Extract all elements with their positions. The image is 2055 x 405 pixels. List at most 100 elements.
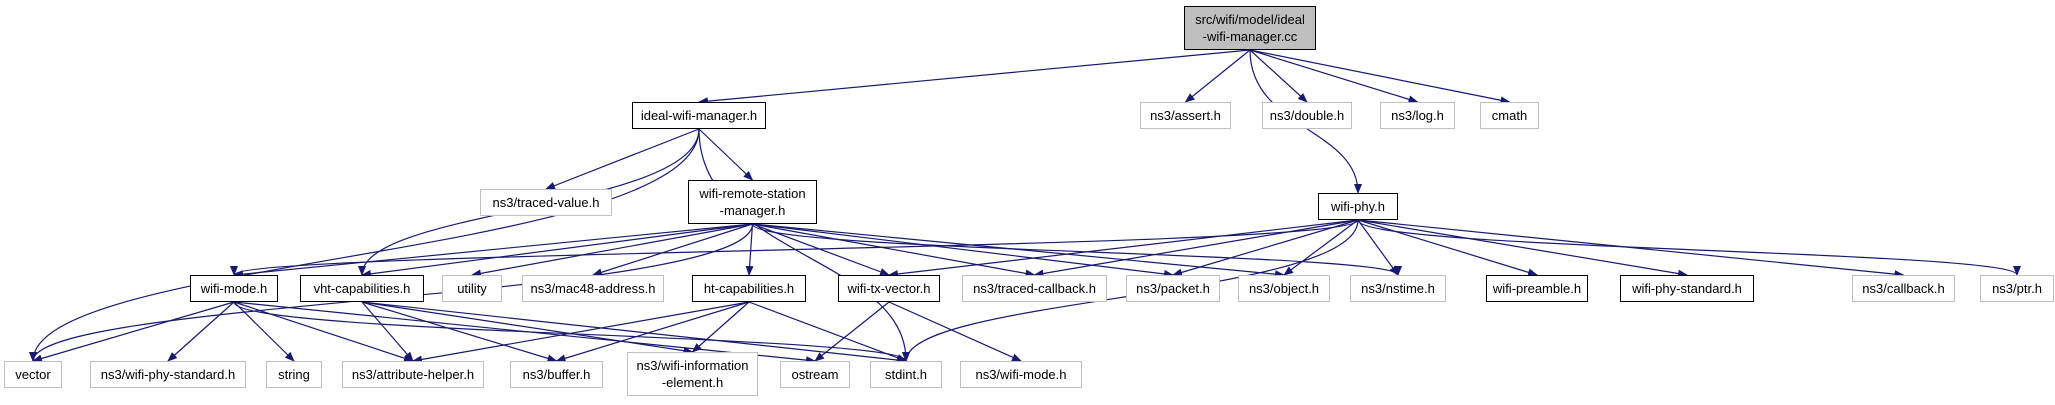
node-vht-capabilities-h[interactable]: vht-capabilities.h <box>300 275 424 302</box>
node-label-line: ns3/wifi-mode.h <box>975 367 1067 382</box>
node-label-line: ideal-wifi-manager.h <box>640 108 758 123</box>
edge-wifi-remote-station-manager-h-to-wifi-mode-h <box>233 223 753 279</box>
edge-layer <box>29 49 2021 365</box>
edge-wifi-remote-station-manager-h-to-vht-capabilities-h <box>361 223 753 278</box>
node-label-line: wifi-tx-vector.h <box>847 281 931 296</box>
node-wifi-phy-standard-h[interactable]: wifi-phy-standard.h <box>1620 275 1754 302</box>
edge-wifi-mode-h-to-vector <box>32 301 235 363</box>
node-wifi-remote-station-manager-h[interactable]: wifi-remote-station -manager.h <box>688 180 817 224</box>
node-ns3-ptr-h[interactable]: ns3/ptr.h <box>1980 275 2054 302</box>
node-ns3-callback-h[interactable]: ns3/callback.h <box>1852 275 1955 302</box>
node-label-line: -manager.h <box>719 203 786 218</box>
edge-wifi-phy-h-to-wifi-phy-standard-h <box>1357 219 1688 278</box>
edge-wifi-phy-h-to-ns3-object-h <box>1283 219 1359 276</box>
edge-ideal-wifi-manager-h-to-stdint-h <box>698 128 910 362</box>
node-label-line: ns3/double.h <box>1269 108 1345 123</box>
node-label-line: wifi-remote-station <box>699 186 806 201</box>
node-label: wifi-remote-station -manager.h <box>699 185 805 219</box>
edge-root-to-ns3-log-h <box>1249 49 1419 104</box>
node-label: ns3/ptr.h <box>1992 280 2042 297</box>
node-ns3-wifi-phy-standard-h[interactable]: ns3/wifi-phy-standard.h <box>90 361 246 388</box>
edge-wifi-remote-station-manager-h-to-ns3-traced-callback-h <box>752 223 1036 278</box>
node-label: vht-capabilities.h <box>314 280 411 297</box>
node-label-line: ns3/mac48-address.h <box>530 281 656 296</box>
node-ns3-double-h[interactable]: ns3/double.h <box>1262 102 1352 129</box>
edge-wifi-tx-vector-h-to-ostream <box>814 301 890 362</box>
edge-ht-capabilities-h-to-stdint-h <box>748 301 907 362</box>
node-ostream[interactable]: ostream <box>780 361 850 388</box>
node-label: ht-capabilities.h <box>704 280 794 297</box>
node-label-line: ns3/packet.h <box>1136 281 1210 296</box>
node-ht-capabilities-h[interactable]: ht-capabilities.h <box>692 275 806 302</box>
node-label: ns3/nstime.h <box>1361 280 1435 297</box>
node-wifi-tx-vector-h[interactable]: wifi-tx-vector.h <box>838 275 940 302</box>
node-label-line: ns3/traced-value.h <box>492 195 600 210</box>
node-utility[interactable]: utility <box>442 275 502 302</box>
edge-wifi-mode-h-to-stdint-h <box>233 301 910 362</box>
node-label: ns3/traced-value.h <box>493 194 600 211</box>
node-label-line: stdint.h <box>885 367 927 382</box>
node-ns3-traced-value-h[interactable]: ns3/traced-value.h <box>480 189 612 216</box>
node-label: ns3/object.h <box>1249 280 1319 297</box>
edge-wifi-remote-station-manager-h-to-ns3-nstime-h <box>751 223 1402 276</box>
node-label: stdint.h <box>885 366 927 383</box>
node-wifi-preamble-h[interactable]: wifi-preamble.h <box>1486 275 1588 302</box>
node-ns3-log-h[interactable]: ns3/log.h <box>1380 102 1455 129</box>
edge-wifi-remote-station-manager-h-to-ns3-packet-h <box>752 223 1174 278</box>
node-ns3-assert-h[interactable]: ns3/assert.h <box>1140 102 1231 129</box>
node-label-line: ns3/traced-callback.h <box>973 281 1096 296</box>
node-label-line: wifi-phy-standard.h <box>1632 281 1742 296</box>
edge-ht-capabilities-h-to-ns3-attribute-helper-h <box>412 301 750 364</box>
node-ns3-buffer-h[interactable]: ns3/buffer.h <box>510 361 603 388</box>
node-label: wifi-preamble.h <box>1493 280 1581 297</box>
node-label: ns3/assert.h <box>1150 107 1221 124</box>
edge-wifi-phy-h-to-wifi-preamble-h <box>1357 219 1538 277</box>
edge-wifi-phy-h-to-ns3-packet-h <box>1172 219 1359 277</box>
node-ns3-mac48-address-h[interactable]: ns3/mac48-address.h <box>522 275 664 302</box>
node-ns3-attribute-helper-h[interactable]: ns3/attribute-helper.h <box>342 361 484 388</box>
node-wifi-phy-h[interactable]: wifi-phy.h <box>1318 193 1398 220</box>
node-label-line: ns3/log.h <box>1391 108 1444 123</box>
node-label: wifi-phy-standard.h <box>1632 280 1742 297</box>
node-ideal-wifi-manager-h[interactable]: ideal-wifi-manager.h <box>632 102 766 129</box>
node-ns3-nstime-h[interactable]: ns3/nstime.h <box>1350 275 1446 302</box>
node-wifi-mode-h[interactable]: wifi-mode.h <box>190 275 278 302</box>
edge-wifi-remote-station-manager-h-to-ht-capabilities-h <box>745 223 754 276</box>
edge-vht-capabilities-h-to-ns3-attribute-helper-h <box>361 301 414 362</box>
node-label-line: ns3/nstime.h <box>1361 281 1435 296</box>
node-label-line: ht-capabilities.h <box>703 281 795 296</box>
node-stdint-h[interactable]: stdint.h <box>870 361 942 388</box>
node-ns3-wifi-mode-h[interactable]: ns3/wifi-mode.h <box>960 361 1082 388</box>
node-label-line: wifi-preamble.h <box>1492 281 1582 296</box>
node-ns3-packet-h[interactable]: ns3/packet.h <box>1126 275 1220 302</box>
node-label: wifi-mode.h <box>201 280 267 297</box>
edge-wifi-phy-h-to-ns3-nstime-h <box>1357 219 1399 276</box>
node-label: utility <box>457 280 487 297</box>
edge-wifi-tx-vector-h-to-ns3-wifi-mode-h <box>888 301 1022 362</box>
node-vector[interactable]: vector <box>4 361 62 388</box>
edge-root-to-ns3-double-h <box>1249 49 1308 103</box>
edge-ideal-wifi-manager-h-to-ns3-traced-value-h <box>545 128 700 190</box>
node-label: ideal-wifi-manager.h <box>641 107 757 124</box>
node-ns3-object-h[interactable]: ns3/object.h <box>1238 275 1330 302</box>
node-label-line: wifi-phy.h <box>1331 199 1385 214</box>
node-root[interactable]: src/wifi/model/ideal-wifi-manager.cc <box>1184 6 1316 50</box>
edge-wifi-phy-h-to-wifi-tx-vector-h <box>888 219 1359 278</box>
node-label: ns3/mac48-address.h <box>530 280 655 297</box>
node-cmath[interactable]: cmath <box>1480 102 1539 129</box>
node-label: ns3/wifi-mode.h <box>975 366 1066 383</box>
node-label-line: src/wifi/model/ideal <box>1195 12 1305 27</box>
node-label-line: ns3/ptr.h <box>1992 281 2042 296</box>
node-label: ns3/log.h <box>1391 107 1444 124</box>
edge-wifi-remote-station-manager-h-to-ns3-mac48-address-h <box>592 223 753 277</box>
node-ns3-wifi-information-element-h[interactable]: ns3/wifi-information-element.h <box>627 352 758 396</box>
node-ns3-traced-callback-h[interactable]: ns3/traced-callback.h <box>962 275 1107 302</box>
edge-root-to-ns3-assert-h <box>1184 49 1251 103</box>
edge-vht-capabilities-h-to-ns3-buffer-h <box>361 301 558 363</box>
node-string[interactable]: string <box>266 361 322 388</box>
node-label-line: ns3/buffer.h <box>522 367 591 382</box>
edge-wifi-remote-station-manager-h-to-utility <box>471 223 753 278</box>
edge-wifi-phy-h-to-ns3-ptr-h <box>1357 219 2021 276</box>
node-label-line: ns3/wifi-information <box>636 358 749 373</box>
node-label: wifi-tx-vector.h <box>847 280 930 297</box>
